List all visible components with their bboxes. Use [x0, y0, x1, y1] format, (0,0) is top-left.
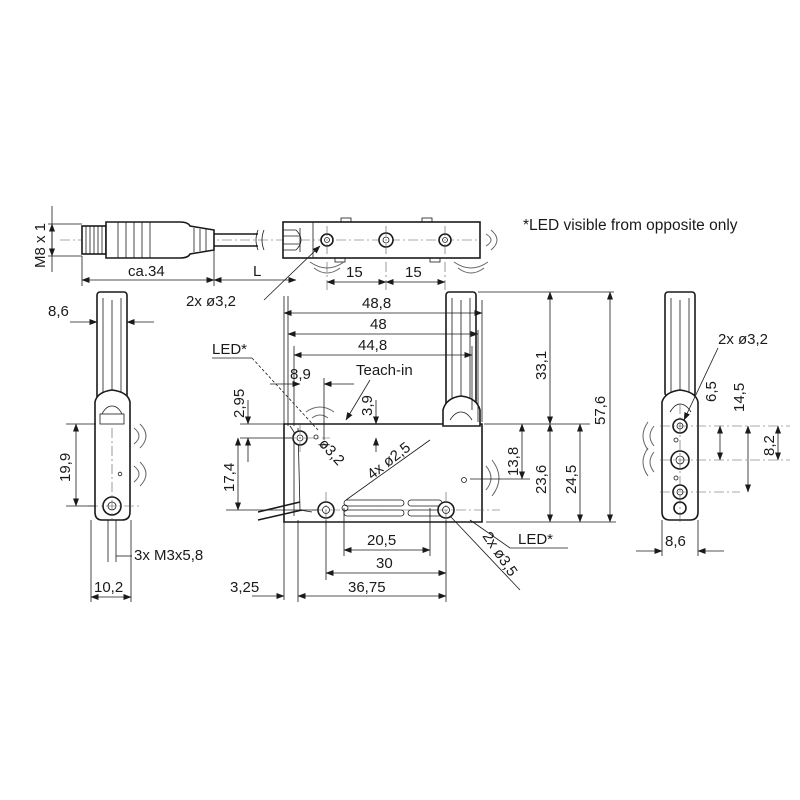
left-width-top: 8,6 [48, 303, 69, 320]
left-screw-spec: 3x M3x5,8 [134, 547, 203, 564]
top-hole-spec: 2x ø3,2 [186, 293, 236, 310]
front-d-23-6: 23,6 [533, 465, 550, 494]
front-d-24-5: 24,5 [563, 465, 580, 494]
connector-length: ca.34 [128, 263, 165, 280]
front-d-36-75: 36,75 [348, 579, 386, 596]
led-note: *LED visible from opposite only [523, 217, 738, 234]
top-pitch-left: 15 [346, 264, 363, 281]
top-view: 15 15 2x ø3,2 [186, 217, 498, 310]
front-d-33-1: 33,1 [533, 351, 550, 380]
front-offset-8-9: 8,9 [290, 366, 311, 383]
right-d-8-2: 8,2 [761, 435, 778, 456]
top-pitch-right: 15 [405, 264, 422, 281]
cable-length: L [253, 263, 261, 280]
front-d-20-5: 20,5 [367, 532, 396, 549]
front-holes-3-5: 2x ø3,5 [479, 529, 521, 580]
right-hole-spec: 2x ø3,2 [718, 331, 768, 348]
right-width: 8,6 [665, 533, 686, 550]
front-view: 48,8 48 44,8 LED* 8,9 Teach-in 2,95 3,9 … [212, 291, 616, 602]
front-d-3-9: 3,9 [359, 395, 376, 416]
thread-label: M8 x 1 [32, 223, 49, 268]
front-width-48: 48 [370, 316, 387, 333]
right-d-6-5: 6,5 [703, 381, 720, 402]
led-label-top: LED* [212, 341, 247, 358]
front-d-13-8: 13,8 [505, 447, 522, 476]
left-side-view: 8,6 19,9 3x M3x5,8 10,2 [48, 291, 203, 602]
front-d-57-6: 57,6 [592, 396, 609, 425]
right-d-14-5: 14,5 [731, 383, 748, 412]
front-d-30: 30 [376, 555, 393, 572]
connector-view: M8 x 1 ca.34 L [32, 206, 310, 286]
left-height: 19,9 [57, 453, 74, 482]
teach-in-label: Teach-in [356, 362, 413, 379]
front-width-44-8: 44,8 [358, 337, 387, 354]
front-d-2-95: 2,95 [231, 389, 248, 418]
led-label-bottom: LED* [518, 531, 553, 548]
front-d-3-25: 3,25 [230, 579, 259, 596]
front-width-48-8: 48,8 [362, 295, 391, 312]
left-width-bottom: 10,2 [94, 579, 123, 596]
front-d-17-4: 17,4 [221, 463, 238, 492]
right-side-view: 2x ø3,2 6,5 14,5 8,2 8,6 [636, 291, 790, 556]
